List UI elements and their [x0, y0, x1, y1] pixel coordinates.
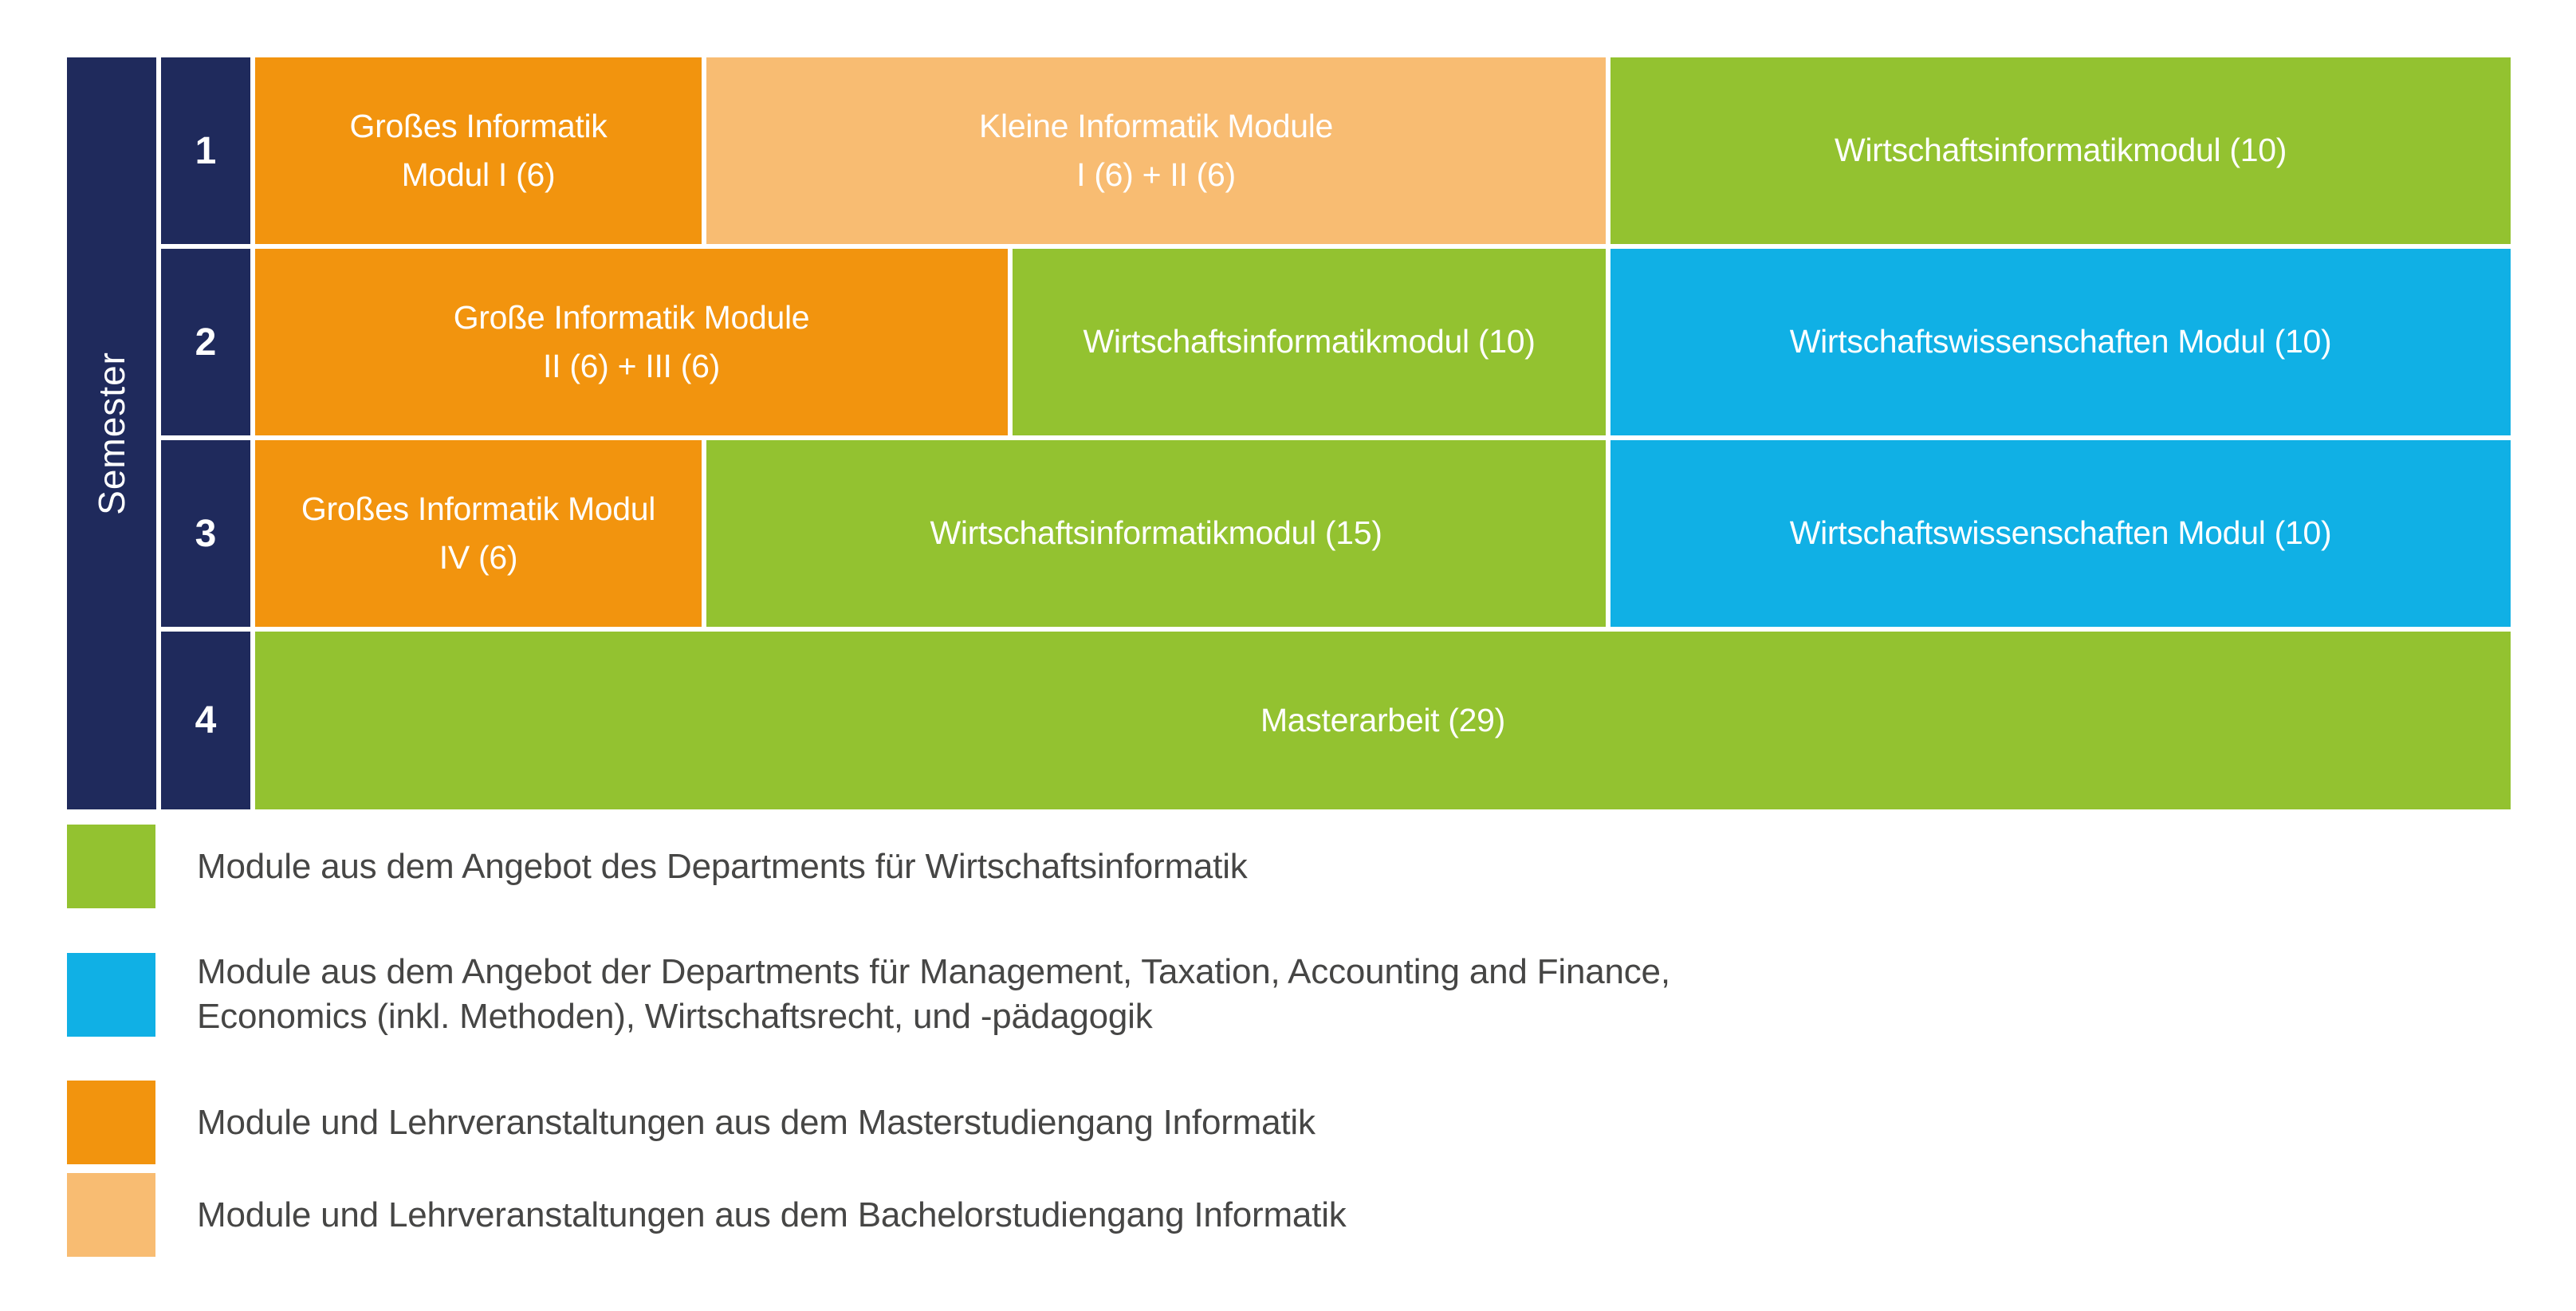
module-grid: Großes Informatik Modul I (6) Kleine Inf…: [255, 57, 2511, 809]
semester-axis-label: Semester: [91, 352, 132, 515]
semester-axis: Semester: [67, 57, 156, 809]
module-block: Großes Informatik Modul IV (6): [255, 440, 702, 627]
legend-label: Module aus dem Angebot der Departments f…: [197, 952, 1670, 1036]
module-block: Großes Informatik Modul I (6): [255, 57, 702, 244]
module-block: Wirtschaftsinformatikmodul (15): [706, 440, 1606, 627]
semester-number-4: 4: [161, 632, 250, 809]
semester-table: Semester 1 2 3 4 Großes Informatik Modul…: [67, 57, 2511, 809]
module-block: Wirtschaftswissenschaften Modul (10): [1610, 249, 2511, 435]
module-block: Wirtschaftsinformatikmodul (10): [1610, 57, 2511, 244]
semester-number-3: 3: [161, 440, 250, 627]
module-block: Große Informatik Module II (6) + III (6): [255, 249, 1008, 435]
module-block: Wirtschaftsinformatikmodul (10): [1013, 249, 1606, 435]
legend-item-wirtschaftsinformatik: Module aus dem Angebot des Departments f…: [67, 825, 1670, 908]
legend: Module aus dem Angebot des Departments f…: [67, 825, 1670, 1257]
legend-label: Module und Lehrveranstaltungen aus dem B…: [197, 1195, 1347, 1234]
legend-label: Module und Lehrveranstaltungen aus dem M…: [197, 1102, 1316, 1142]
legend-swatch-light-orange: [67, 1173, 155, 1257]
semester-row-4: Masterarbeit (29): [255, 632, 2511, 809]
module-block: Masterarbeit (29): [255, 632, 2511, 809]
legend-swatch-green: [67, 825, 155, 908]
legend-swatch-blue: [67, 952, 155, 1037]
semester-number-column: 1 2 3 4: [161, 57, 250, 809]
legend-item-masterstudiengang-informatik: Module und Lehrveranstaltungen aus dem M…: [67, 1081, 1670, 1164]
semester-row-1: Großes Informatik Modul I (6) Kleine Inf…: [255, 57, 2511, 244]
semester-row-2: Große Informatik Module II (6) + III (6)…: [255, 249, 2511, 435]
legend-item-wirtschaftswissenschaften: Module aus dem Angebot der Departments f…: [67, 950, 1670, 1039]
legend-swatch-orange: [67, 1081, 155, 1164]
legend-item-bachelorstudiengang-informatik: Module und Lehrveranstaltungen aus dem B…: [67, 1173, 1670, 1257]
legend-label: Module aus dem Angebot des Departments f…: [197, 846, 1248, 886]
semester-number-1: 1: [161, 57, 250, 244]
semester-number-2: 2: [161, 249, 250, 435]
module-block: Wirtschaftswissenschaften Modul (10): [1610, 440, 2511, 627]
semester-row-3: Großes Informatik Modul IV (6) Wirtschaf…: [255, 440, 2511, 627]
module-block: Kleine Informatik Module I (6) + II (6): [706, 57, 1606, 244]
